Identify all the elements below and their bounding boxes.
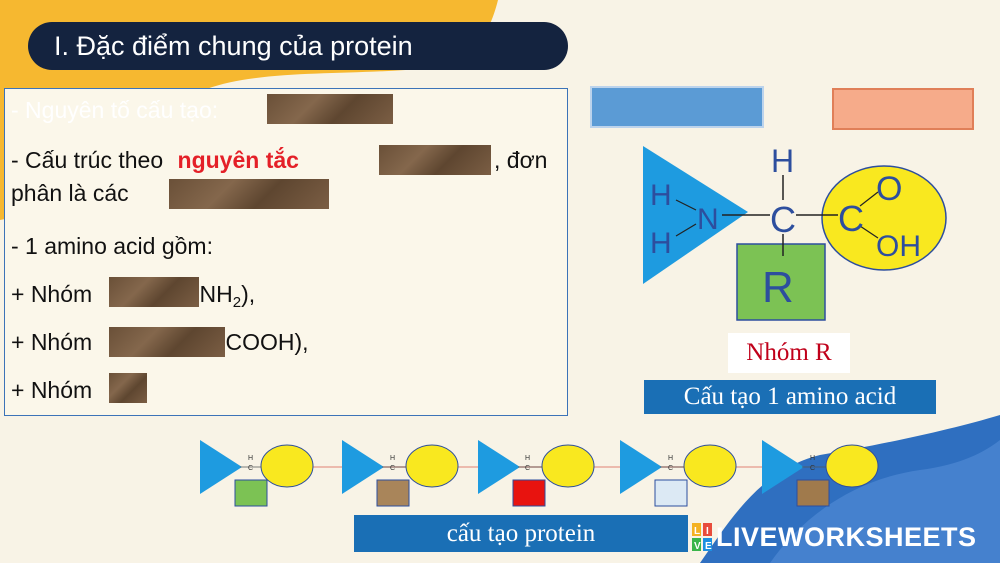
line-structure-text: - Cấu trúc theo (11, 147, 164, 173)
label-h-top: H (771, 143, 794, 179)
protein-chain-diagram: H C H C H C H C H C (200, 440, 879, 507)
chain-unit-4: H C (620, 440, 737, 507)
label-c-center: C (770, 199, 796, 240)
page-title: I. Đặc điểm chung của protein (28, 22, 568, 70)
label-h-upper: H (650, 179, 672, 212)
answer-blank-monomer[interactable] (169, 179, 329, 209)
r-group-square (736, 243, 826, 321)
svg-text:V: V (694, 541, 701, 551)
line-structure-suffix: , đơn (494, 147, 548, 173)
line-elements: - Nguyên tố cấu tạo: (11, 97, 218, 124)
amino-acid-diagram: H H H N C C O OH R (643, 143, 947, 321)
subscript-2: 2 (232, 294, 242, 311)
label-c-carboxyl: C (838, 198, 864, 239)
line-carboxyl-group-formula: (-COOH), (210, 329, 309, 355)
answer-blank-principle[interactable] (379, 145, 491, 175)
chain-unit-4-c: C (668, 465, 673, 472)
chain-unit-2: H C (342, 440, 459, 507)
principle-highlight: nguyên tắc (177, 147, 299, 173)
line-monomer: phân là các (11, 180, 129, 206)
chain-unit-1: H C (200, 440, 314, 507)
label-h-lower: H (650, 227, 672, 260)
chain-unit-1-h: H (248, 455, 253, 462)
label-r: R (762, 263, 794, 312)
chain-unit-3-c: C (525, 465, 530, 472)
line-amino-group-label: + Nhóm (11, 281, 93, 307)
chain-unit-5-c: C (810, 465, 815, 472)
label-n: N (697, 203, 719, 236)
logo-text: LIVEWORKSHEETS (716, 521, 977, 552)
svg-text:L: L (694, 526, 700, 537)
line-r-group: + Nhóm (11, 377, 93, 403)
chain-unit-1-c: C (248, 465, 253, 472)
chain-unit-5: H C (762, 440, 879, 507)
answer-blank-amino[interactable] (109, 277, 199, 307)
line-amino-group: + Nhóm(-NH2), (11, 281, 255, 311)
answer-blank-elements[interactable] (267, 94, 393, 124)
chain-unit-2-h: H (390, 455, 395, 462)
chain-unit-3: H C (478, 440, 595, 507)
svg-text:E: E (705, 541, 712, 551)
line-structure: - Cấu trúc theo nguyên tắc , đơn (11, 147, 561, 174)
line-carboxyl-group: + Nhóm (-COOH), (11, 329, 309, 356)
line-amino-group-end: ), (241, 281, 256, 307)
svg-text:I: I (706, 526, 709, 537)
drop-box-salmon[interactable] (832, 88, 974, 130)
carboxyl-group-circle (821, 165, 947, 271)
line-elements-text: - Nguyên tố cấu tạo: (11, 97, 219, 123)
amino-acid-caption: Cấu tạo 1 amino acid (644, 380, 936, 414)
liveworksheets-logo: L I V E LIVEWORKSHEETS (692, 520, 977, 554)
amino-group-triangle (643, 146, 748, 284)
r-group-label: Nhóm R (728, 333, 850, 373)
line-carboxyl-group-label: + Nhóm (11, 329, 93, 355)
answer-blank-r[interactable] (109, 373, 147, 403)
line-amino-acid: - 1 amino acid gồm: (11, 233, 213, 259)
label-oh: OH (876, 230, 921, 263)
content-box: - Nguyên tố cấu tạo: - Cấu trúc theo ngu… (4, 88, 568, 416)
answer-blank-carboxyl[interactable] (109, 327, 225, 357)
chain-unit-5-h: H (810, 455, 815, 462)
label-o: O (876, 170, 902, 208)
drop-box-blue[interactable] (590, 86, 764, 128)
chain-unit-4-h: H (668, 455, 673, 462)
protein-caption: cấu tạo protein (354, 515, 688, 552)
chain-unit-2-c: C (390, 465, 395, 472)
logo-mark-icon: L I V E (692, 523, 712, 551)
chain-unit-3-h: H (525, 455, 530, 462)
